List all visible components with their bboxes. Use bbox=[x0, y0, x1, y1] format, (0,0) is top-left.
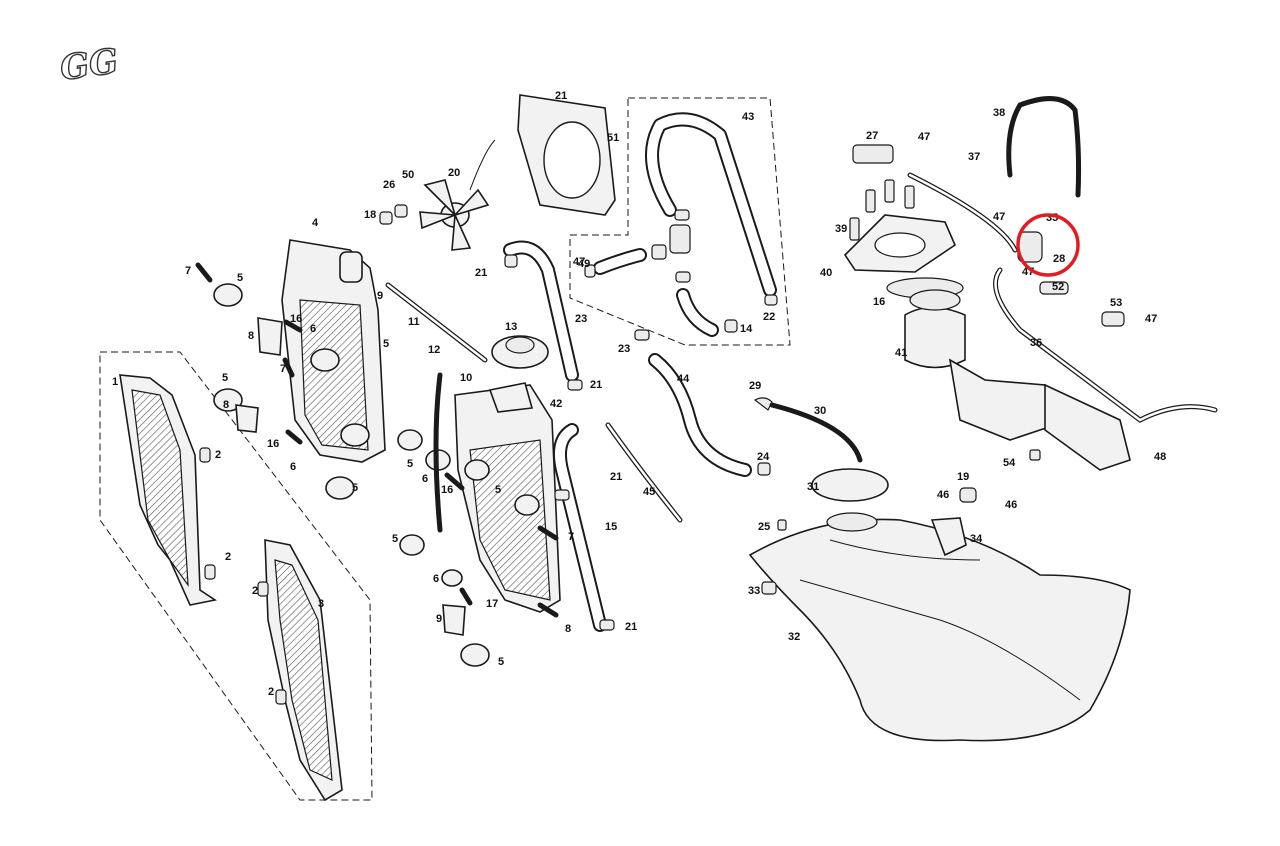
callout-21: 21 bbox=[610, 471, 622, 483]
brand-logo: GG bbox=[58, 41, 121, 89]
callout-25: 26 bbox=[383, 179, 395, 191]
fan-assembly bbox=[379, 94, 616, 251]
callout-19: 20 bbox=[448, 167, 460, 179]
callout-2: 2 bbox=[225, 551, 231, 563]
callout-12: 13 bbox=[505, 321, 517, 333]
callout-44: 45 bbox=[643, 486, 655, 498]
callout-26: 27 bbox=[866, 130, 878, 142]
callout-6: 6 bbox=[310, 323, 316, 335]
callout-52: 53 bbox=[1110, 297, 1122, 309]
callout-32: 33 bbox=[748, 585, 760, 597]
callout-22: 23 bbox=[575, 313, 587, 325]
callout-21: 21 bbox=[625, 621, 637, 633]
callout-41: 42 bbox=[550, 398, 562, 410]
callout-37: 38 bbox=[993, 107, 1005, 119]
callout-5: 5 bbox=[237, 272, 243, 284]
callout-18: 19 bbox=[957, 471, 969, 483]
callout-8: 8 bbox=[223, 399, 229, 411]
coolant-hoses bbox=[385, 97, 791, 632]
callout-20: 21 bbox=[555, 90, 567, 102]
callout-43: 44 bbox=[677, 373, 690, 385]
callout-9: 10 bbox=[460, 372, 472, 384]
callout-51: 52 bbox=[1052, 281, 1064, 293]
callout-4: 4 bbox=[312, 217, 319, 229]
callout-21: 22 bbox=[763, 311, 775, 323]
callout-49: 50 bbox=[402, 169, 414, 181]
callout-2: 2 bbox=[268, 686, 274, 698]
callout-3: 3 bbox=[318, 598, 324, 610]
callout-5: 5 bbox=[495, 484, 501, 496]
callout-16: 16 bbox=[290, 313, 302, 325]
callout-17: 18 bbox=[364, 209, 376, 221]
callout-2: 2 bbox=[252, 585, 258, 597]
callout-5: 5 bbox=[222, 372, 228, 384]
callout-31: 32 bbox=[788, 631, 800, 643]
callout-38: 39 bbox=[835, 223, 847, 235]
callout-47: 47 bbox=[918, 131, 930, 143]
callout-5: 5 bbox=[392, 533, 398, 545]
callout-6: 6 bbox=[422, 473, 428, 485]
callout-16: 16 bbox=[441, 484, 453, 496]
callout-23: 24 bbox=[757, 451, 770, 463]
callout-28: 29 bbox=[749, 380, 761, 392]
callout-6: 6 bbox=[290, 461, 296, 473]
callout-9: 9 bbox=[377, 290, 383, 302]
callout-16: 16 bbox=[267, 438, 279, 450]
fuel-system bbox=[843, 96, 1218, 471]
right-radiator bbox=[397, 335, 561, 667]
callout-30: 31 bbox=[807, 481, 819, 493]
callout-45: 46 bbox=[1005, 499, 1017, 511]
left-radiator bbox=[195, 239, 386, 500]
callout-40: 41 bbox=[895, 347, 907, 359]
callout-15: 16 bbox=[873, 296, 885, 308]
callout-33: 34 bbox=[970, 533, 983, 545]
callout-5: 5 bbox=[498, 656, 504, 668]
callout-8: 9 bbox=[436, 613, 442, 625]
callout-14: 15 bbox=[605, 521, 617, 533]
callout-5: 5 bbox=[407, 458, 413, 470]
callout-47: 47 bbox=[1145, 313, 1157, 325]
callout-42: 43 bbox=[742, 111, 754, 123]
callout-5: 5 bbox=[383, 338, 389, 350]
callout-6: 6 bbox=[433, 573, 439, 585]
callout-13: 14 bbox=[740, 323, 753, 335]
callout-53: 54 bbox=[1003, 457, 1016, 469]
callout-2: 2 bbox=[215, 449, 221, 461]
callout-21: 21 bbox=[590, 379, 602, 391]
callout-7: 7 bbox=[568, 531, 574, 543]
callout-10: 11 bbox=[408, 316, 420, 328]
fuel-tank bbox=[748, 397, 1131, 742]
callout-21: 21 bbox=[475, 267, 487, 279]
callout-5: 5 bbox=[352, 482, 358, 494]
radiator-guard-group bbox=[99, 351, 373, 802]
callout-11: 12 bbox=[428, 344, 440, 356]
callout-numbers: 1 2 2 2 2 3 4 5 5 5 5 5 5 5 5 6 6 6 6 7 … bbox=[112, 90, 1166, 698]
callout-16: 17 bbox=[486, 598, 498, 610]
callout-39: 40 bbox=[820, 267, 832, 279]
callout-8: 8 bbox=[248, 330, 254, 342]
callout-1: 1 bbox=[112, 376, 118, 388]
callout-36: 37 bbox=[968, 151, 980, 163]
callout-47: 48 bbox=[1154, 451, 1166, 463]
callout-46: 46 bbox=[937, 489, 949, 501]
callout-27: 28 bbox=[1053, 253, 1065, 265]
callout-50: 51 bbox=[607, 132, 619, 144]
callout-46: 47 bbox=[573, 256, 585, 268]
callout-47: 47 bbox=[993, 211, 1005, 223]
callout-7: 7 bbox=[185, 265, 191, 277]
callout-24: 25 bbox=[758, 521, 770, 533]
callout-7: 7 bbox=[280, 363, 286, 375]
callout-7: 8 bbox=[565, 623, 571, 635]
highlight-circle bbox=[1016, 213, 1080, 277]
callout-35: 36 bbox=[1030, 337, 1042, 349]
callout-23: 23 bbox=[618, 343, 630, 355]
callout-29: 30 bbox=[814, 405, 826, 417]
callout-48: 49 bbox=[578, 258, 590, 270]
